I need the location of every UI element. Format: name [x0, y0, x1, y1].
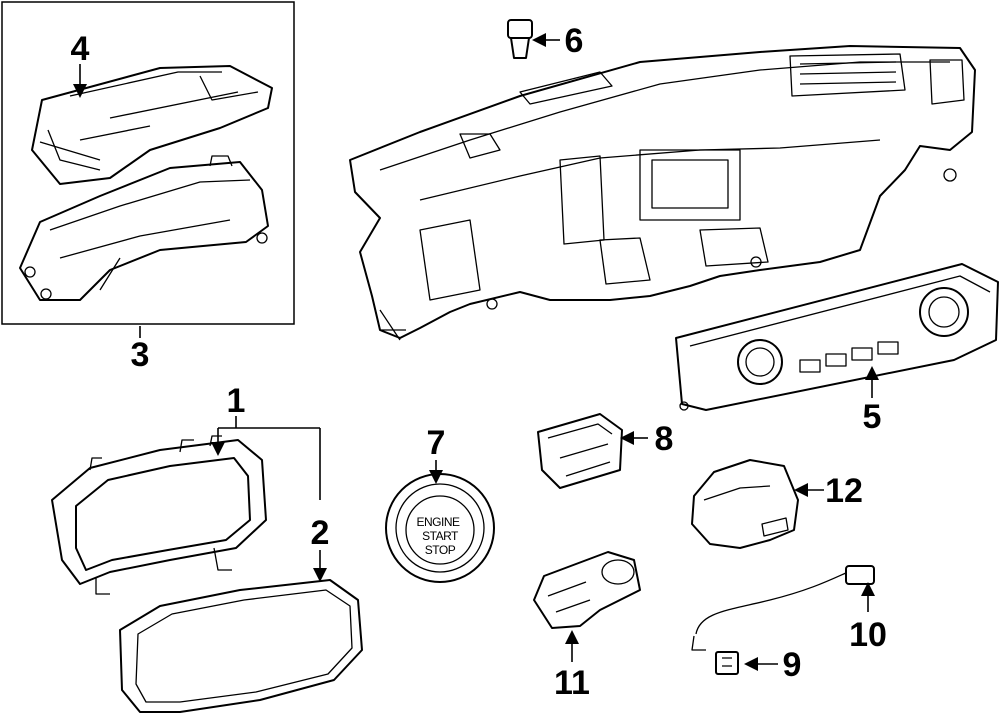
callout-2: 2: [311, 514, 330, 552]
part-3-lower-housing: [19, 155, 269, 301]
part-11-socket: [533, 551, 641, 629]
part-8-switch: [537, 413, 623, 489]
part-9-clip: [715, 651, 739, 675]
callout-7: 7: [427, 424, 446, 462]
callout-6: 6: [565, 22, 584, 60]
part-1-cluster-housing: [51, 435, 267, 595]
callout-9: 9: [783, 646, 802, 684]
leader-lines: [73, 33, 879, 671]
callout-10: 10: [849, 616, 887, 654]
callout-4: 4: [71, 30, 90, 68]
part-12-shift-knob: [691, 459, 799, 549]
part-4-upper-housing: [31, 65, 273, 185]
start-button-text-start: START: [422, 529, 459, 543]
part-5-climate-panel: [675, 263, 999, 411]
inset-frame: [1, 1, 295, 325]
callout-1: 1: [227, 382, 246, 420]
callout-11: 11: [554, 664, 590, 702]
instrument-panel: [349, 45, 976, 341]
part-10-cable: [691, 565, 875, 651]
part-6-clip: [507, 19, 533, 59]
start-button-text-engine: ENGINE: [416, 515, 460, 529]
start-button-text-stop: STOP: [425, 543, 456, 557]
part-7-start-button: ENGINE START STOP: [385, 473, 495, 583]
part-2-cluster-lens: [119, 579, 363, 713]
callout-numbers: 4 3 6 5 1 2 7 8 12 10 11 9: [71, 22, 887, 702]
callout-12: 12: [825, 472, 863, 510]
callout-5: 5: [863, 398, 882, 436]
callout-8: 8: [655, 420, 674, 458]
callout-3: 3: [131, 336, 150, 374]
